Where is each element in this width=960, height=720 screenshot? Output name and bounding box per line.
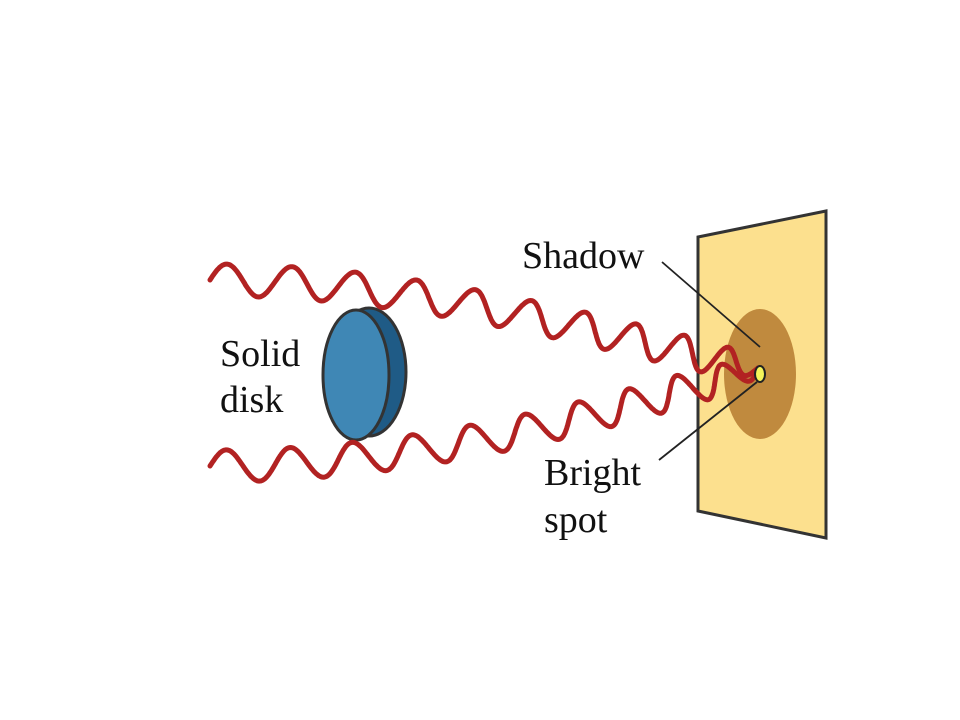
- solid-disk-icon: [321, 308, 391, 442]
- solid-disk-label-line2: disk: [220, 379, 283, 421]
- shadow-leader-line: [661, 261, 761, 348]
- solid-disk-label-line1: Solid: [220, 333, 300, 375]
- upper-wave: [207, 261, 761, 379]
- bright-spot-label-line2: spot: [544, 499, 608, 541]
- bright-spot-icon: [754, 365, 766, 383]
- bright-spot-label-line1: Bright: [544, 452, 642, 494]
- bright-spot-leader-line: [658, 381, 758, 461]
- shadow-label: Shadow: [522, 235, 645, 277]
- lower-wave: [207, 361, 761, 484]
